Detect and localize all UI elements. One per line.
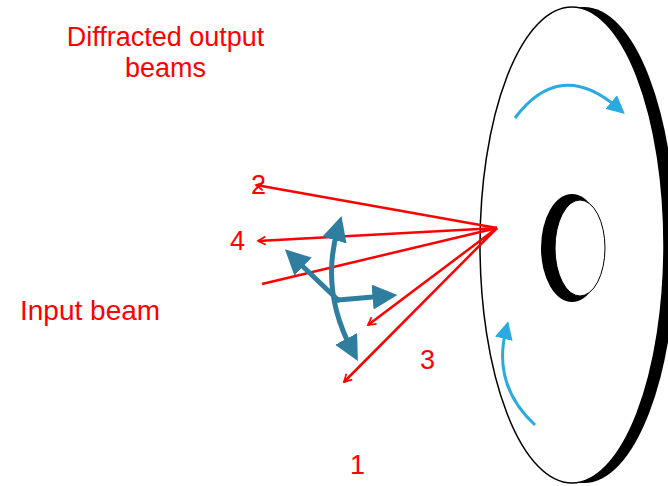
output-beam [344,228,497,382]
output-beam [256,185,497,228]
rotation-arrow [515,85,618,118]
output-beam [368,228,497,325]
beam-label: Input beam [20,295,160,327]
beams [256,185,497,382]
tilt-arrows [294,228,385,350]
callout-number: 4 [230,226,245,257]
callout-number: 3 [420,345,435,376]
callout-number: 1 [350,450,365,481]
output-beam [258,228,497,241]
optical-disc [480,7,668,483]
rotation-arrow [503,330,535,425]
callout-number: 2 [251,170,266,201]
beam-group-label: Diffracted output beams [58,22,273,84]
